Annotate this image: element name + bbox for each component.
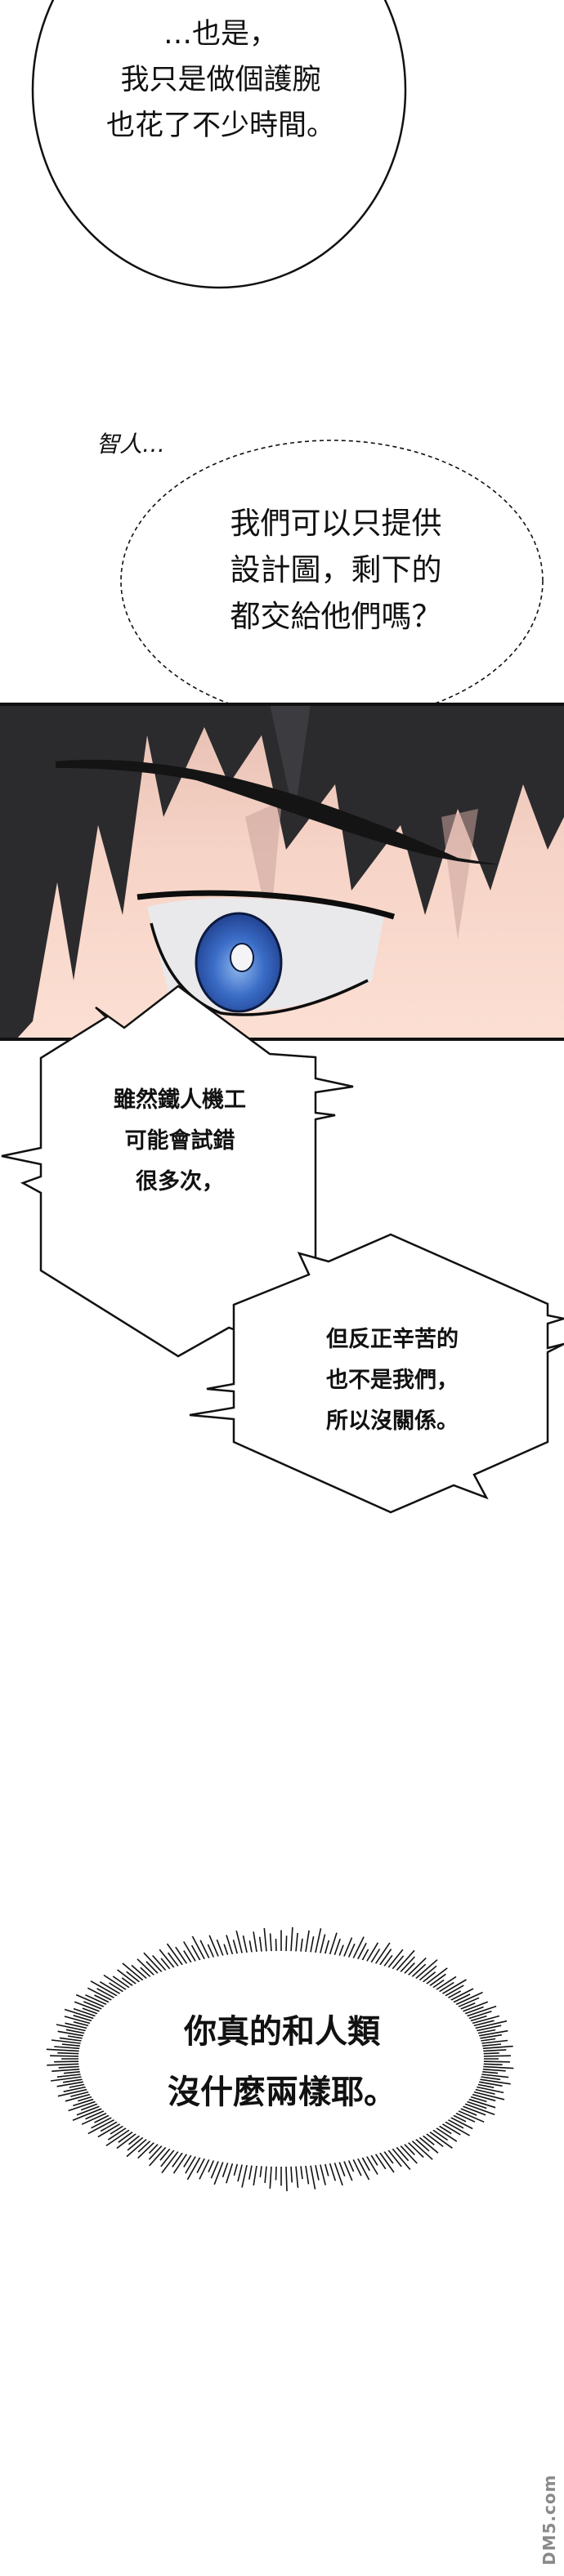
bubble-2-text: 我們可以只提供 設計圖，剩下的 都交給他們嗎？	[230, 506, 442, 634]
bubble-1-text: …也是， 我只是做個護腕 也花了不少時間。	[105, 18, 335, 142]
shout-bubble-hexagon-2	[189, 1233, 564, 1514]
eye-closeup-panel	[0, 703, 564, 1041]
site-watermark: DM5.com	[539, 2474, 559, 2565]
bubble-3-text: 雖然鐵人機工 可能會試錯 很多次，	[114, 1087, 246, 1194]
thought-bubble-dashed	[120, 440, 544, 722]
speech-bubble-oval	[31, 0, 407, 289]
bubble-4-text: 但反正辛苦的 也不是我們， 所以沒關係。	[326, 1327, 459, 1434]
speaker-label: 智人…	[96, 431, 166, 458]
bubble-5-text: 你真的和人類 沒什麼兩樣耶。	[168, 2013, 396, 2111]
emphasis-bubble-burst	[46, 1926, 514, 2192]
shout-bubble-hexagon	[1, 984, 354, 1358]
